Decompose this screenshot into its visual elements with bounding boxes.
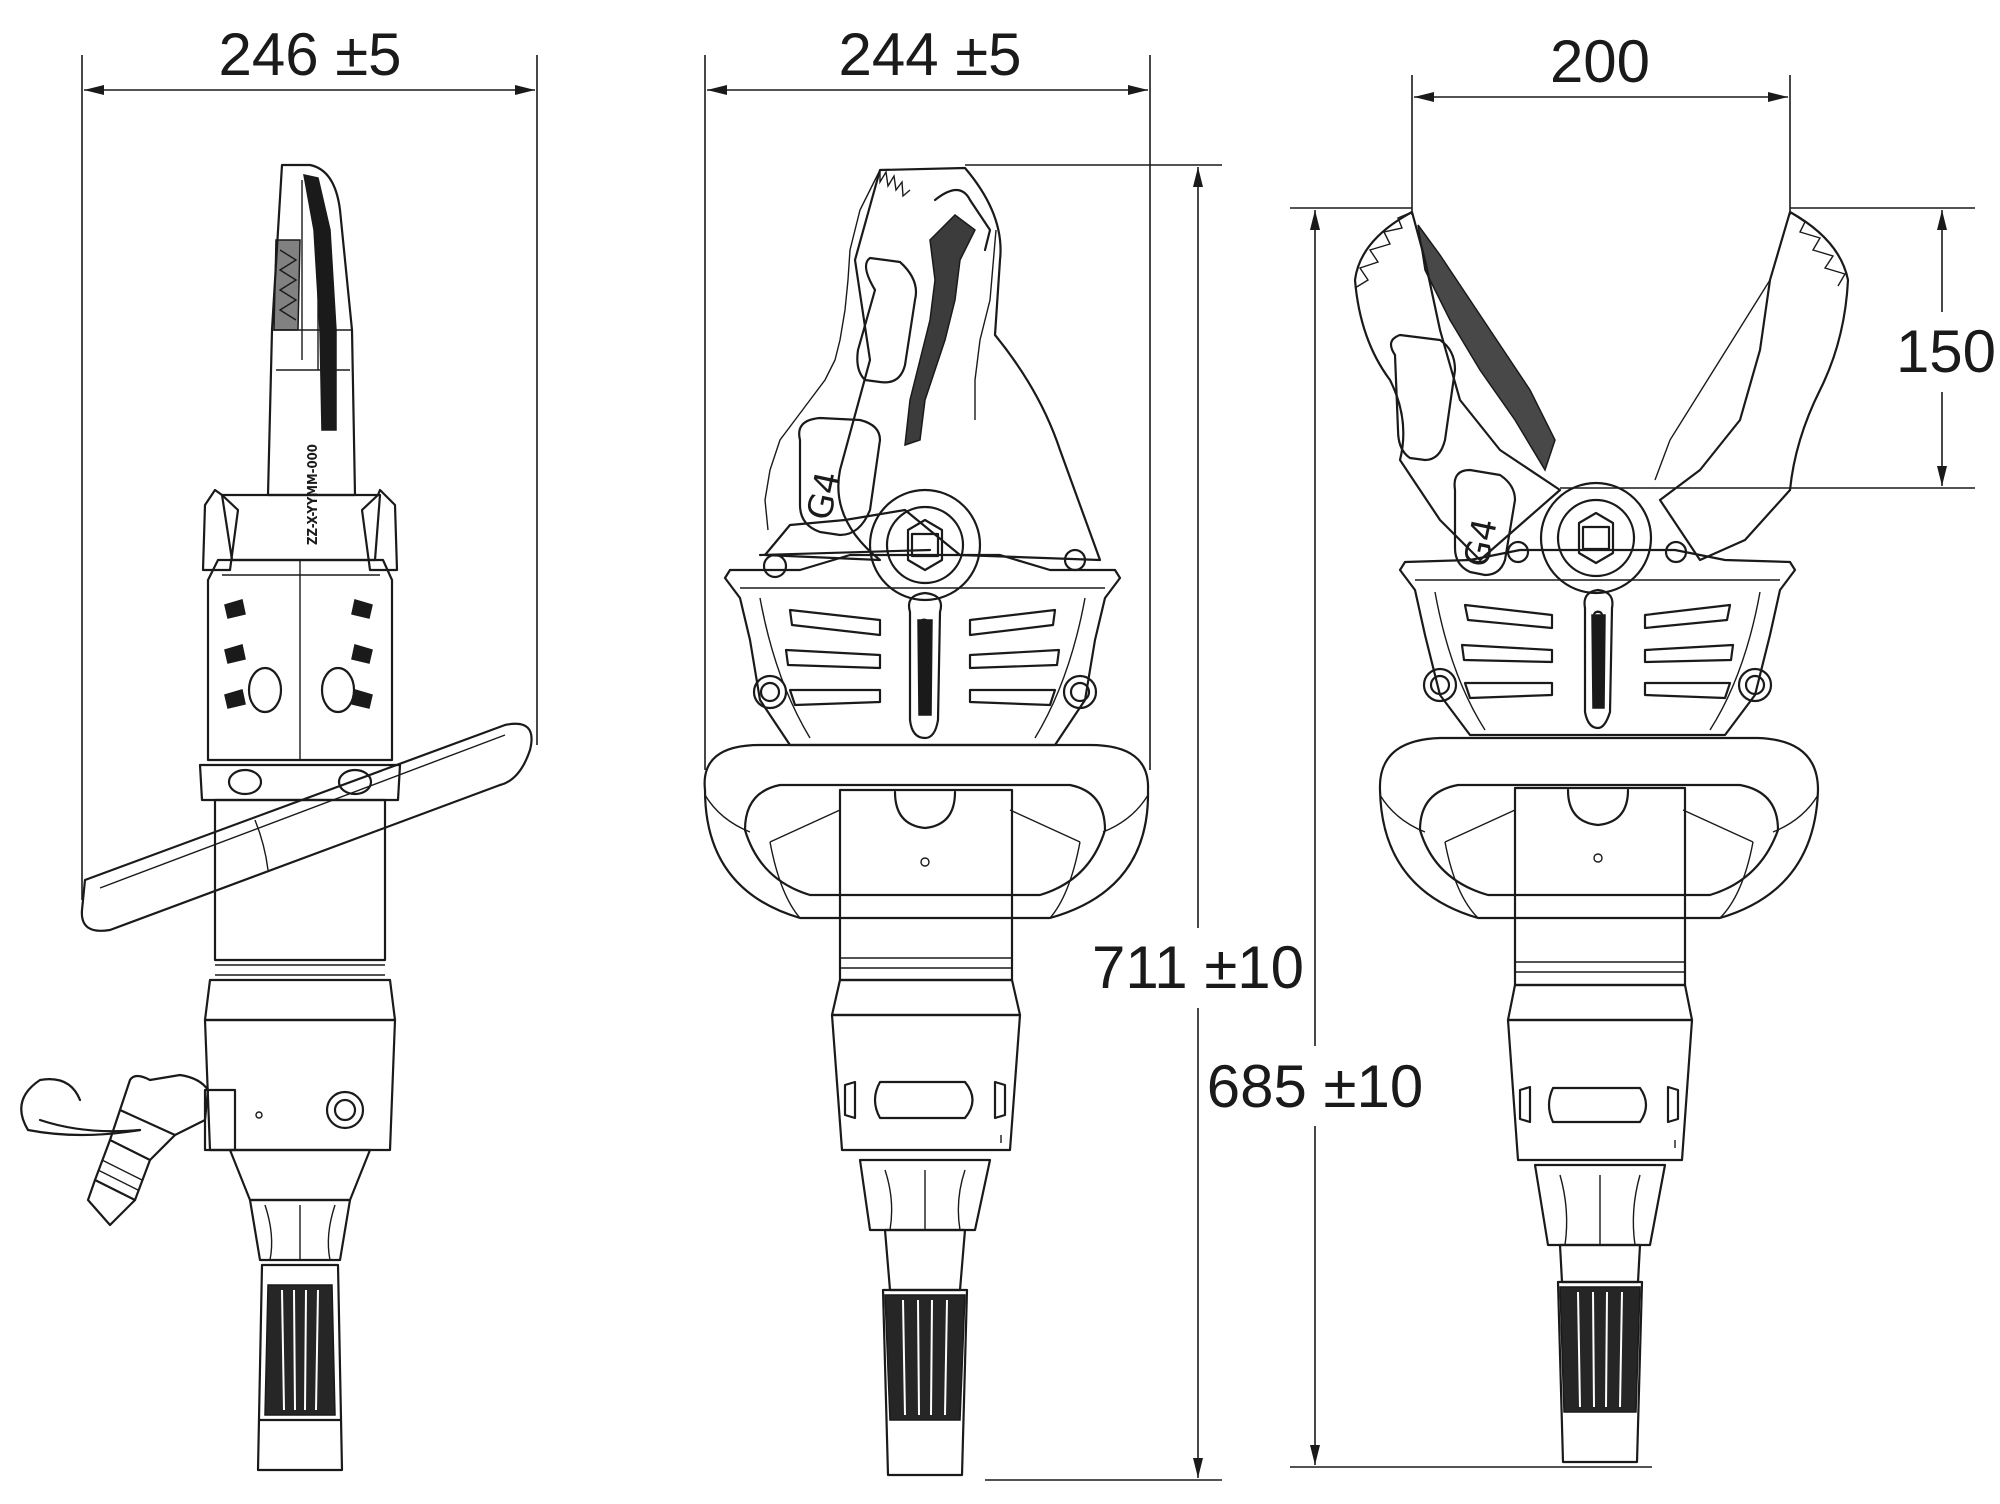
- dimension-label-front-closed-width: 244 ±5: [838, 21, 1021, 88]
- closed-head-housing: HOLMATRO: [723, 553, 1122, 747]
- dimension-front-closed-width: 244 ±5: [704, 21, 1151, 770]
- model-marking-open: G4: [1457, 515, 1506, 570]
- dimension-closed-length: 711 ±10: [965, 164, 1304, 1481]
- side-carry-handle: [80, 722, 533, 932]
- closed-jaws: G4: [758, 166, 1102, 562]
- dimension-open-length: 685 ±10: [1207, 207, 1652, 1468]
- open-carry-handle: [1378, 736, 1820, 920]
- tool-front-view-open: G4 HOLMATRO: [1353, 210, 1850, 1464]
- tool-side-view: ZZ-X-YYMM-000: [20, 163, 533, 1472]
- open-jaws: G4: [1353, 210, 1850, 577]
- dimension-label-open-length: 685 ±10: [1207, 1053, 1423, 1120]
- side-cylinder-body: [203, 798, 397, 1262]
- side-coupler: [20, 1073, 237, 1227]
- open-cylinder-body: [1506, 786, 1694, 1162]
- model-marking-closed: G4: [800, 468, 849, 523]
- closed-carry-handle: [703, 743, 1150, 920]
- dimension-label-front-open-width: 200: [1550, 28, 1650, 95]
- dimension-label-opening: 150: [1896, 318, 1996, 385]
- dimension-label-side-width: 246 ±5: [218, 21, 401, 88]
- open-head-housing: HOLMATRO: [1398, 548, 1797, 737]
- open-pivot-bolt: [1506, 481, 1688, 595]
- side-head-housing: [198, 488, 402, 802]
- dimension-front-open-width: 200: [1411, 28, 1791, 215]
- dimension-side-width: 246 ±5: [81, 21, 538, 900]
- side-blade: ZZ-X-YYMM-000: [266, 163, 357, 545]
- closed-grip: [858, 1158, 992, 1477]
- closed-cylinder-body: [830, 788, 1022, 1152]
- tool-front-view-closed: G4 HOLMATRO: [703, 166, 1150, 1477]
- brand-logo-open: HOLMATRO: [1592, 610, 1607, 692]
- dimension-label-closed-length: 711 ±10: [1092, 934, 1304, 1001]
- dimension-opening: 150: [1560, 207, 1996, 489]
- open-grip: [1533, 1163, 1667, 1464]
- side-grip: [256, 1263, 344, 1472]
- brand-logo-closed: HOLMATRO: [918, 618, 933, 700]
